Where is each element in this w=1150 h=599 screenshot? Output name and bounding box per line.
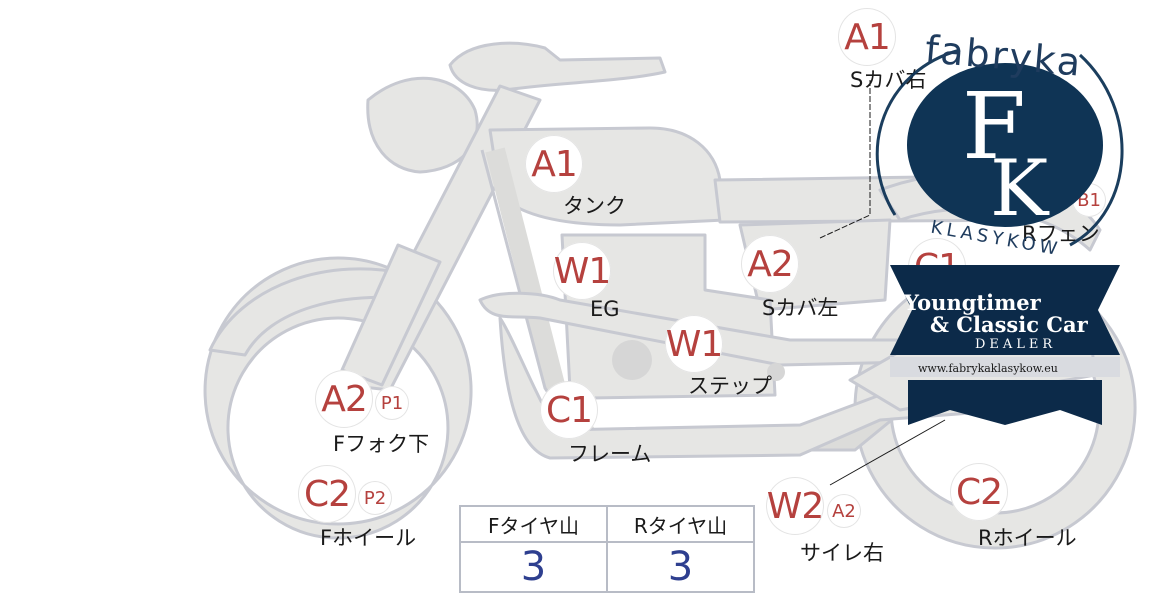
leader-line-muffler: [829, 419, 946, 486]
sub-bubble-front-wheel: P2: [358, 481, 392, 515]
footpeg-circle: [767, 363, 785, 381]
logo-letter-f: F: [962, 73, 1026, 180]
grade-bubble-cover-left: A2: [741, 235, 799, 293]
logo-letter-k: K: [990, 144, 1050, 234]
label-frame: フレーム: [568, 442, 652, 466]
logo-badge-url: www.fabrykaklasykow.eu: [918, 362, 1058, 375]
label-rear-wheel: Rホイール: [978, 526, 1077, 550]
tire-tread-table: Fタイヤ山 Rタイヤ山 3 3: [459, 505, 755, 593]
tire-header-front: Fタイヤ山: [459, 505, 608, 543]
logo-badge-youngtimer: Youngtimer: [904, 290, 1041, 315]
fork-upper-shape: [340, 243, 442, 387]
tire-value-rear: 3: [606, 541, 755, 593]
grade-bubble-rear-wheel: C2: [950, 463, 1008, 521]
leader-line-cover-right: [819, 80, 871, 239]
logo-badge-classic-car: & Classic Car: [930, 312, 1088, 337]
label-fork: Fフォク下: [333, 432, 430, 456]
sub-bubble-fork: P1: [375, 386, 409, 420]
label-tank: タンク: [563, 194, 626, 218]
grade-bubble-step: W1: [665, 315, 723, 373]
label-engine: EG: [590, 297, 620, 321]
grade-bubble-muffler: W2: [766, 477, 824, 535]
handlebar-shape: [448, 41, 667, 92]
grade-bubble-frame: C1: [540, 381, 598, 439]
grade-bubble-fork: A2: [315, 370, 373, 428]
logo-badge-dealer: DEALER: [975, 337, 1057, 352]
label-front-wheel: Fホイール: [320, 526, 417, 550]
label-step: ステップ: [688, 374, 772, 398]
grade-bubble-engine: W1: [553, 242, 611, 300]
tire-value-front: 3: [459, 541, 608, 593]
label-muffler: サイレ右: [800, 541, 884, 565]
grade-bubble-cover-right: A1: [838, 8, 896, 66]
label-cover-right: Sカバ右: [850, 68, 927, 92]
label-cover-left: Sカバ左: [762, 296, 839, 320]
engine-cover-circle: [612, 340, 652, 380]
tire-header-rear: Rタイヤ山: [606, 505, 755, 543]
grade-bubble-front-wheel: C2: [298, 465, 356, 523]
grade-bubble-tank: A1: [525, 135, 583, 193]
sub-bubble-muffler: A2: [827, 494, 861, 528]
